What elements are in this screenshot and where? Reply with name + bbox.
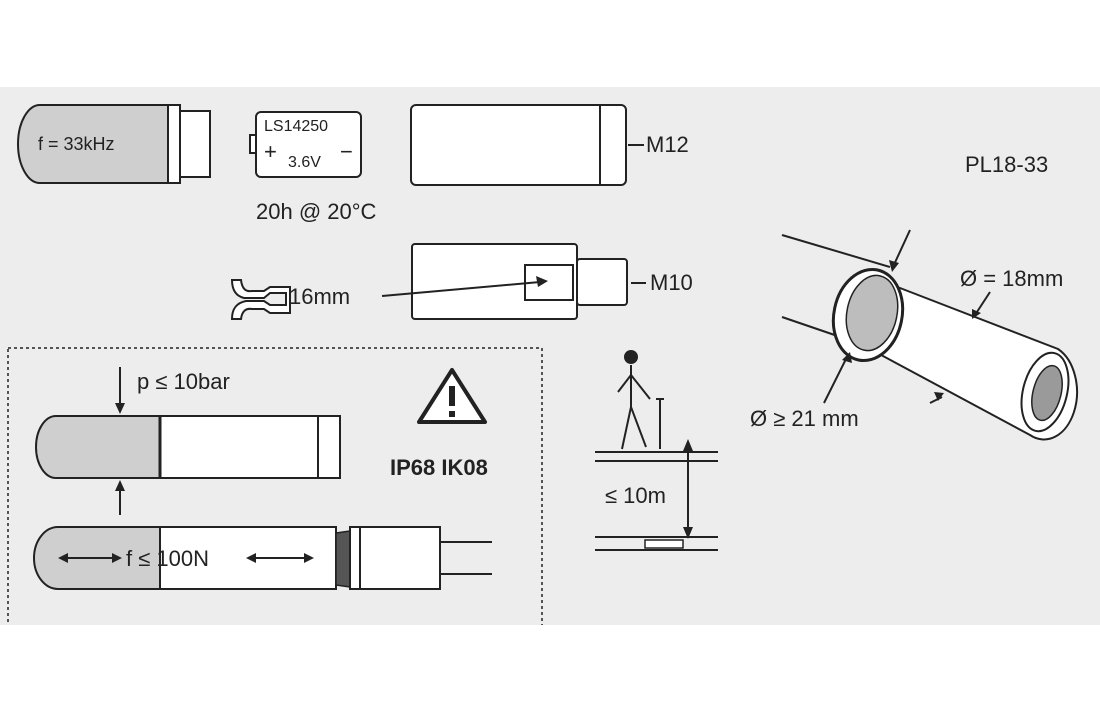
thread-m12-label: M12 (646, 132, 689, 157)
protection-label: IP68 IK08 (390, 455, 488, 480)
probe-pressure (35, 367, 341, 515)
battery: LS14250 + 3.6V − (249, 111, 362, 178)
probe-force (33, 526, 492, 590)
force-label: f ≤ 100N (126, 546, 209, 571)
mounting-view (781, 229, 1078, 441)
battery-voltage-label: 3.6V (288, 154, 321, 171)
frequency-label: f = 33kHz (38, 134, 115, 154)
probe-frequency: f = 33kHz (17, 104, 211, 184)
diagram-panel: f = 33kHz LS14250 + 3.6V − 20h @ 20°C M1… (0, 87, 1100, 627)
model-label: PL18-33 (965, 152, 1048, 177)
hole-diameter-label: Ø ≥ 21 mm (750, 406, 859, 431)
wrench-size-label: 16mm (289, 284, 350, 309)
technical-diagram: f = 33kHz LS14250 + 3.6V − 20h @ 20°C M1… (7, 104, 1078, 627)
diameter-outer-label: Ø = 18mm (960, 266, 1063, 291)
depth-diagram (595, 439, 718, 551)
battery-model-label: LS14250 (264, 118, 328, 135)
sleeve-m12: M12 (410, 104, 689, 186)
sleeve-m10: M10 (381, 243, 693, 320)
pressure-label: p ≤ 10bar (137, 369, 230, 394)
battery-minus-label: − (340, 139, 353, 164)
test-conditions-box (7, 347, 543, 627)
warning-triangle-icon (417, 368, 487, 424)
depth-label: ≤ 10m (605, 483, 666, 508)
person-walking-icon (617, 350, 664, 450)
wrench-icon (230, 279, 291, 320)
runtime-label: 20h @ 20°C (256, 199, 377, 224)
battery-plus-label: + (264, 139, 277, 164)
thread-m10-label: M10 (650, 270, 693, 295)
